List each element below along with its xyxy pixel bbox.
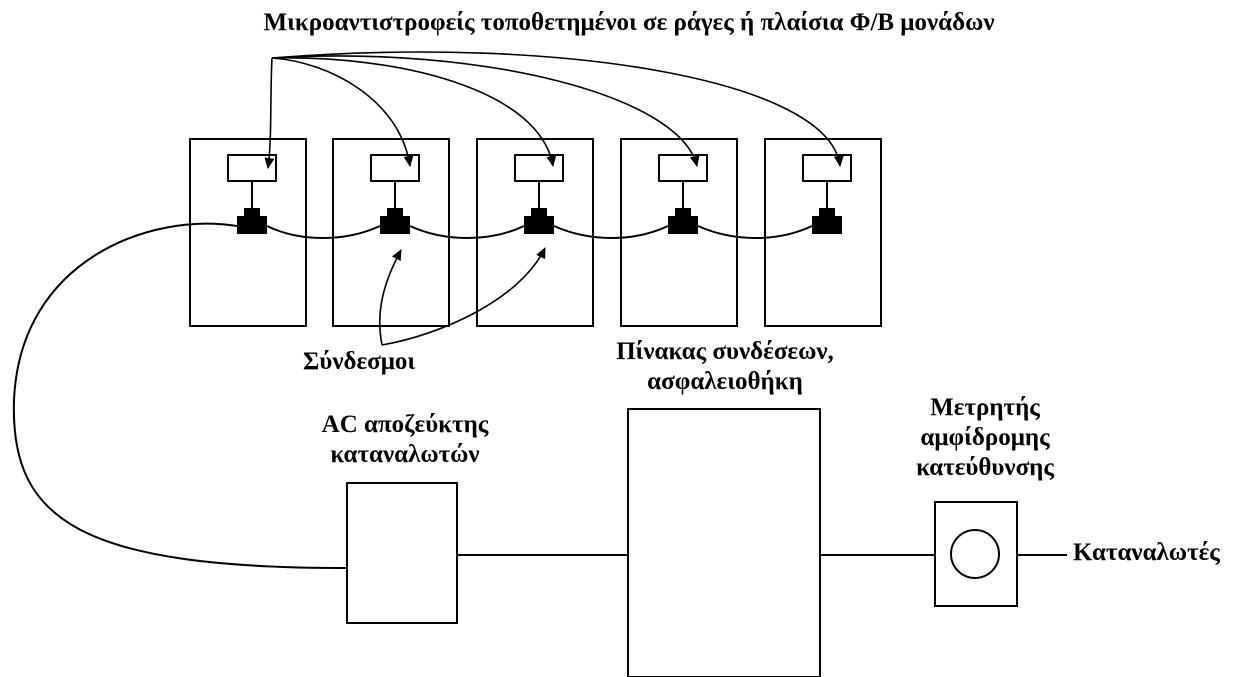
title-leader-arrows: [264, 51, 844, 169]
pv-module-1: [189, 138, 307, 327]
bidirectional-meter: [934, 501, 1018, 607]
connector-3: [524, 208, 554, 234]
microinverter-4: [658, 154, 708, 182]
diagram-title: Μικροαντιστροφείς τοποθετημένοι σε ράγες…: [263, 9, 995, 36]
microinverter-stems: [251, 181, 828, 208]
ac-disconnect-box: [346, 482, 458, 624]
distribution-panel-label: Πίνακας συνδέσεων, ασφαλειοθήκη: [575, 337, 875, 397]
microinverter-5: [802, 154, 852, 182]
microinverter-3: [514, 154, 564, 182]
ac-disconnect-label-line1: AC αποζεύκτης: [321, 411, 489, 438]
consumers-label: Καταναλωτές: [1073, 539, 1220, 566]
distribution-panel-label-line2: ασφαλειοθήκη: [647, 368, 803, 395]
microinverter-2: [370, 154, 420, 182]
connectors-label: Σύνδεσμοι: [303, 348, 416, 375]
meter-label: Μετρητής αμφίδρομης κατεύθυνσης: [880, 393, 1090, 483]
trunk-cable: [266, 225, 813, 239]
connector-leader-arrows: [379, 247, 546, 346]
meter-label-line2: αμφίδρομης: [920, 424, 1050, 451]
ac-disconnect-label-line2: καταναλωτών: [330, 441, 480, 468]
distribution-panel-label-line1: Πίνακας συνδέσεων,: [616, 338, 834, 365]
connector-4: [668, 208, 698, 234]
ac-feed-cable: [12, 222, 348, 569]
ac-disconnect-label: AC αποζεύκτης καταναλωτών: [270, 410, 540, 470]
meter-dial-icon: [950, 529, 1000, 579]
meter-label-line3: κατεύθυνσης: [916, 454, 1054, 481]
pv-module-5: [764, 138, 882, 327]
pv-module-3: [476, 138, 594, 327]
connector-1: [237, 208, 267, 234]
connector-2: [380, 208, 410, 234]
connectors: [237, 208, 842, 234]
connector-5: [812, 208, 842, 234]
distribution-panel-box: [627, 408, 821, 677]
pv-module-4: [620, 138, 738, 327]
meter-label-line1: Μετρητής: [930, 394, 1040, 421]
pv-module-2: [332, 138, 450, 327]
